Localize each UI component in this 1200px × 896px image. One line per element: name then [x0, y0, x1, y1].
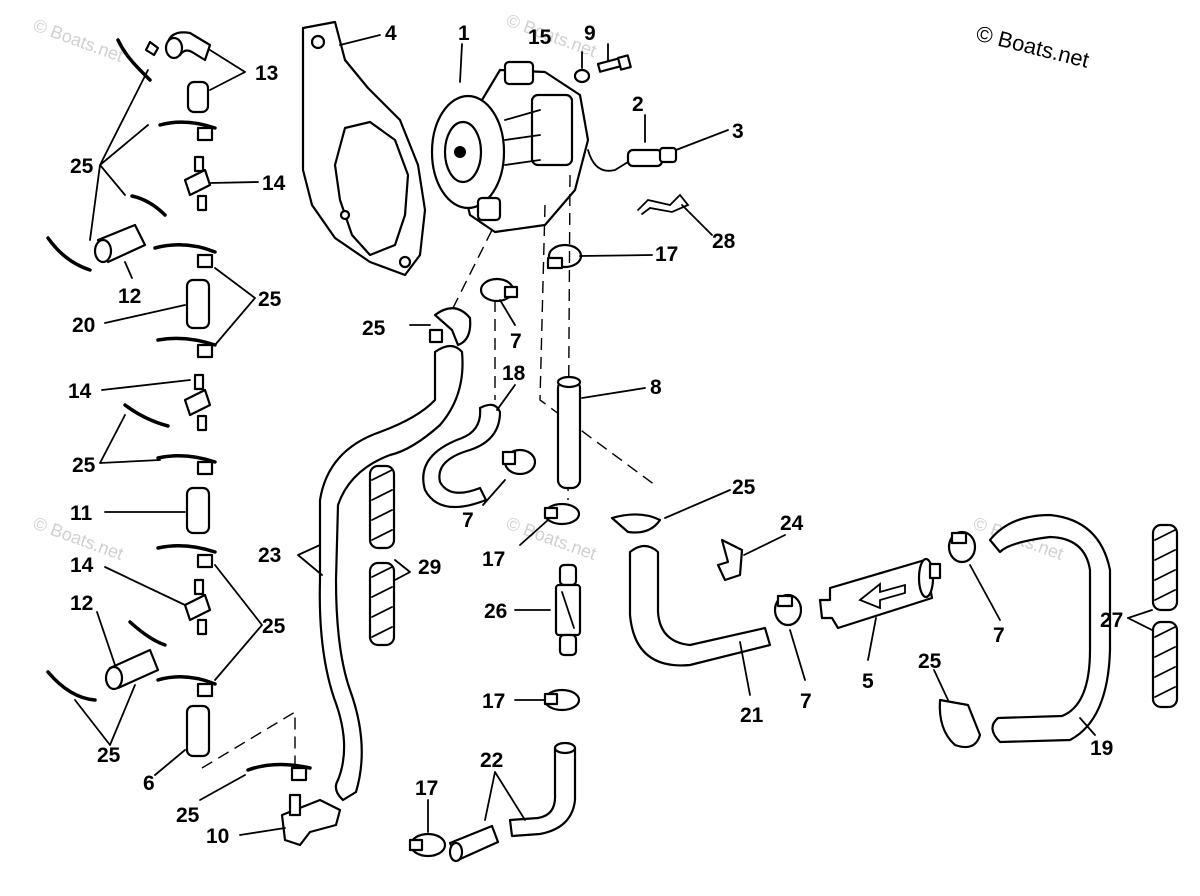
part-22-hose	[448, 741, 577, 863]
callout-25: 25	[732, 476, 756, 499]
callout-17: 17	[655, 243, 678, 266]
part-4-mounting-plate	[301, 20, 427, 277]
copyright-notice: © Boats.net	[974, 21, 1092, 73]
callout-2: 2	[632, 93, 644, 116]
callout-6: 6	[143, 772, 155, 795]
callout-15: 15	[528, 26, 552, 49]
part-17-clamp	[543, 688, 581, 712]
watermark: © Boats.net	[31, 15, 126, 66]
part-1-fuel-pump	[430, 60, 590, 234]
part-7-clamp	[773, 593, 803, 627]
part-17-clamp	[546, 243, 583, 270]
callout-17: 17	[482, 548, 505, 571]
callout-25: 25	[918, 650, 942, 673]
callout-14: 14	[262, 172, 286, 195]
callout-8: 8	[650, 376, 662, 399]
part-18-hose	[422, 403, 502, 509]
part-7-clamp	[479, 277, 519, 303]
callouts: 1 2 3 4 5 6 7 7 7 7 8 9 10 11 12 12 13 1…	[68, 22, 1123, 848]
part-15-washer	[573, 68, 591, 84]
callout-7: 7	[800, 690, 812, 713]
callout-20: 20	[72, 314, 95, 337]
part-2-3-fitting	[587, 146, 678, 172]
part-23-hose	[318, 344, 464, 802]
part-17-clamp	[408, 832, 447, 858]
callout-17: 17	[415, 777, 438, 800]
callout-14: 14	[68, 380, 92, 403]
callout-1: 1	[458, 22, 470, 45]
part-26-filter	[554, 563, 582, 657]
callout-9: 9	[584, 22, 596, 45]
callout-25: 25	[176, 804, 200, 827]
callout-25: 25	[97, 744, 121, 767]
part-29-sleeve	[368, 464, 396, 647]
callout-25: 25	[72, 454, 96, 477]
callout-21: 21	[740, 704, 764, 727]
callout-14: 14	[70, 554, 94, 577]
callout-26: 26	[484, 600, 507, 623]
callout-3: 3	[732, 120, 744, 143]
part-5-fuel-filter	[818, 557, 942, 630]
callout-25: 25	[258, 288, 282, 311]
callout-25: 25	[70, 155, 94, 178]
callout-23: 23	[258, 544, 281, 567]
part-7-clamp	[947, 530, 977, 564]
callout-12: 12	[70, 592, 93, 615]
part-9-screw	[596, 54, 632, 73]
callout-7: 7	[510, 330, 522, 353]
callout-18: 18	[502, 362, 526, 385]
callout-10: 10	[206, 825, 229, 848]
callout-27: 27	[1100, 609, 1123, 632]
part-7-clamp	[501, 448, 537, 476]
part-21-hose	[628, 544, 772, 667]
callout-13: 13	[255, 62, 278, 85]
callout-4: 4	[385, 22, 397, 45]
part-19-hose	[988, 513, 1112, 744]
callout-25: 25	[362, 317, 386, 340]
callout-19: 19	[1090, 737, 1113, 760]
part-27-sleeve	[1151, 523, 1179, 709]
callout-7: 7	[462, 509, 474, 532]
callout-29: 29	[418, 556, 441, 579]
part-25-clamp	[433, 307, 472, 347]
callout-22: 22	[480, 749, 503, 772]
part-25-clamp-tab	[428, 328, 444, 344]
callout-17: 17	[482, 690, 505, 713]
leader-lines	[74, 34, 1153, 836]
callout-25: 25	[262, 615, 286, 638]
part-28-clip	[637, 193, 690, 215]
part-8-hose	[556, 375, 582, 490]
callout-24: 24	[780, 512, 804, 535]
part-25-clamp	[938, 698, 982, 749]
callout-7: 7	[993, 624, 1005, 647]
left-column-parts	[46, 31, 342, 847]
callout-5: 5	[862, 670, 874, 693]
callout-11: 11	[70, 502, 93, 525]
callout-12: 12	[118, 285, 141, 308]
callout-28: 28	[712, 230, 736, 253]
part-25-clamp	[610, 513, 662, 534]
part-24-bracket	[716, 538, 744, 582]
part-17-clamp	[543, 502, 581, 526]
